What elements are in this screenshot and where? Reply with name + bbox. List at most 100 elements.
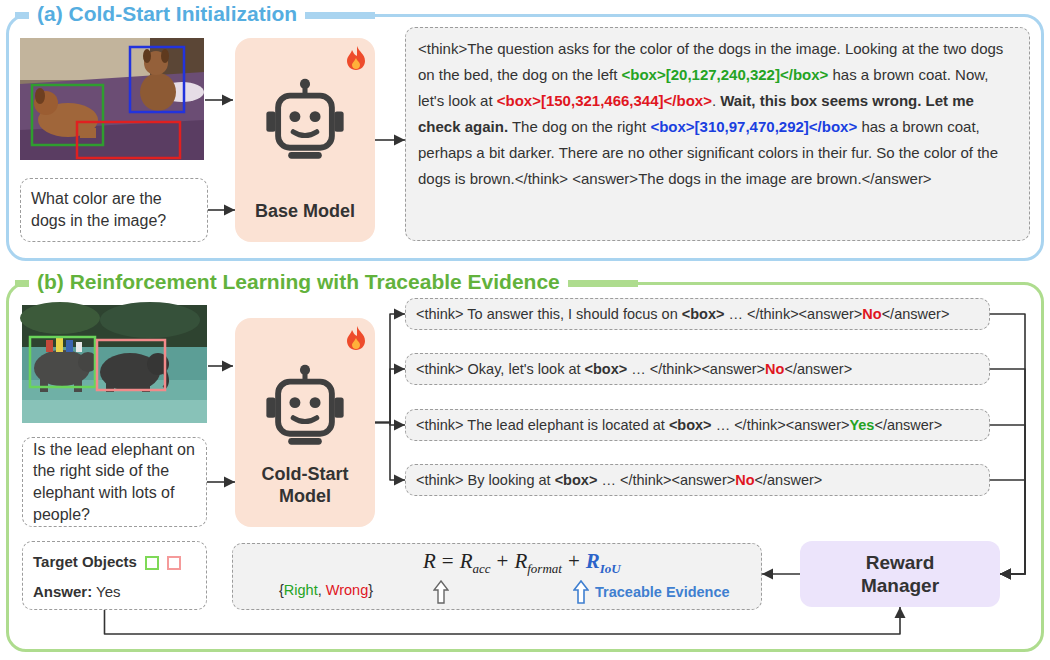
panel-title: (b) Reinforcement Learning with Traceabl… [29, 269, 568, 295]
text-segment: <box>[310,97,470,292]</box> [650, 118, 857, 135]
answer-row: Answer: Yes [33, 582, 196, 602]
title-bar [568, 280, 638, 287]
connector [990, 314, 1025, 574]
formula-part: R [586, 549, 600, 573]
question-box: Is the lead elephant on the right side o… [22, 437, 207, 527]
panel: (b) Reinforcement Learning with Traceabl… [6, 282, 1044, 652]
formula: R=Racc+Rformat+RIoU [423, 549, 621, 577]
model-box: Base Model [235, 38, 375, 242]
manager-label: Reward Manager [835, 551, 965, 597]
text-segment: … </think><answer> [631, 361, 765, 377]
formula-part: format [527, 561, 562, 576]
title-bar [15, 280, 29, 287]
model-label: Base Model [235, 200, 375, 222]
connector [375, 314, 405, 423]
value-part: Wrong [326, 582, 368, 598]
connector [207, 481, 235, 483]
output-box: <think>The question asks for the color o… [405, 27, 1030, 241]
value-part: } [368, 582, 373, 598]
rollout-box: <think> By looking at <box> … </think><a… [405, 464, 990, 496]
robot-icon [263, 364, 347, 448]
text-segment: </answer> [784, 361, 852, 377]
text-segment: No [765, 361, 784, 377]
text-segment: . [712, 92, 716, 109]
rollout-box: <think> Okay, let's look at <box> … </th… [405, 353, 990, 385]
text-segment: </answer> [874, 417, 942, 433]
elephant-photo [20, 302, 207, 423]
flame-icon [347, 326, 365, 350]
title-bar [15, 12, 29, 19]
text-segment: <box> [682, 306, 725, 322]
text-segment: <box>[20,127,240,322]</box> [622, 66, 829, 83]
up-arrow [573, 580, 589, 604]
question-box: What color are the dogs in the image? [20, 178, 208, 242]
formula-part: R [460, 549, 473, 573]
value-part: , [318, 582, 322, 598]
formula-part: R [514, 549, 527, 573]
up-arrow [433, 580, 449, 604]
reasoning-text: <think> Okay, let's look at <box> … </th… [416, 361, 852, 377]
accuracy-values: {Right, Wrong} [279, 582, 373, 598]
target-box: Target ObjectsAnswer: Yes [22, 541, 207, 610]
value-part: Right [284, 582, 318, 598]
text-segment: No [735, 472, 754, 488]
question-text: What color are the dogs in the image? [31, 188, 197, 231]
formula-part: + [568, 549, 580, 573]
text-segment: </answer> [882, 306, 950, 322]
connector [208, 209, 235, 211]
text-segment: … </think><answer> [728, 306, 862, 322]
formula-part: R [423, 549, 436, 573]
reward-manager-box: Reward Manager [800, 541, 1000, 607]
connector [762, 573, 800, 575]
formula-part: = [442, 549, 454, 573]
evidence-label: Traceable Evidence [595, 584, 730, 600]
connector [375, 139, 405, 141]
text-segment: <box> [669, 417, 712, 433]
model-box: Cold-Start Model [235, 318, 375, 527]
rollout-box: <think> To answer this, I should focus o… [405, 298, 990, 330]
text-segment: The dog on the right [512, 118, 646, 135]
model-label: Cold-Start Model [235, 463, 375, 507]
reasoning-text: <think> By looking at <box> … </think><a… [416, 472, 822, 488]
text-segment: <box>[150,321,466,344]</box> [497, 92, 712, 109]
text-segment: </answer> [755, 472, 823, 488]
target-swatch [167, 556, 181, 570]
dog-photo [20, 38, 204, 160]
connector [375, 369, 405, 423]
target-row: Target Objects [33, 552, 196, 572]
text-segment: <think> By looking at [416, 472, 551, 488]
text-segment: <box> [555, 472, 598, 488]
target-swatch [145, 556, 159, 570]
answer-value: Yes [96, 583, 120, 600]
text-segment: <think> The lead elephant is located at [416, 417, 665, 433]
text-segment: … </think><answer> [716, 417, 850, 433]
panel-title: (a) Cold-Start Initialization [29, 1, 305, 27]
formula-part: + [497, 549, 509, 573]
connector [105, 607, 901, 634]
text-segment: No [862, 306, 881, 322]
text-segment: <box> [585, 361, 628, 377]
panel: (a) Cold-Start InitializationWhat color … [6, 14, 1044, 261]
text-segment: Yes [849, 417, 874, 433]
reasoning-text: <think> To answer this, I should focus o… [416, 306, 949, 322]
connector [375, 423, 405, 481]
title-bar [305, 12, 375, 19]
text-segment: <think> To answer this, I should focus o… [416, 306, 678, 322]
reasoning-text: <think>The question asks for the color o… [418, 36, 1017, 192]
robot-icon [263, 78, 347, 162]
formula-part: IoU [600, 561, 621, 576]
question-text: Is the lead elephant on the right side o… [33, 439, 196, 525]
formula-part: acc [473, 561, 491, 576]
reward-formula-box: R=Racc+Rformat+RIoU{Right, Wrong}Traceab… [232, 543, 762, 610]
flame-icon [347, 46, 365, 70]
value-part: { [279, 582, 284, 598]
rollout-box: <think> The lead elephant is located at … [405, 409, 990, 441]
image-arrow [208, 365, 233, 367]
answer-label: Answer: [33, 583, 92, 600]
text-segment: … </think><answer> [601, 472, 735, 488]
target-label: Target Objects [33, 553, 137, 570]
image-arrow [205, 99, 233, 101]
reasoning-text: <think> The lead elephant is located at … [416, 417, 942, 433]
text-segment: <think> Okay, let's look at [416, 361, 581, 377]
